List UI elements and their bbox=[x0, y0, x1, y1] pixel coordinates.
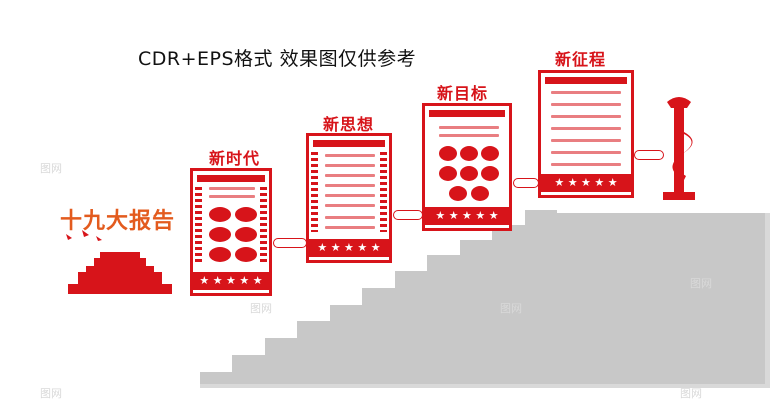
format-caption: CDR+EPS格式 效果图仅供参考 bbox=[138, 48, 417, 70]
watermark: 图网 bbox=[680, 387, 702, 400]
star-row: ★ ★ ★ ★ ★ bbox=[425, 207, 509, 225]
panel-new-journey: ★ ★ ★ ★ ★ bbox=[538, 70, 634, 198]
huabiao-column-icon bbox=[663, 97, 695, 200]
panel-title-new-thought: 新思想 bbox=[323, 115, 375, 134]
watermark: 图网 bbox=[40, 162, 62, 175]
panel-new-goal: ★ ★ ★ ★ ★ bbox=[422, 103, 512, 231]
connector-4 bbox=[634, 150, 664, 160]
star-row: ★ ★ ★ ★ ★ bbox=[541, 174, 631, 192]
watermark: 图网 bbox=[250, 302, 272, 315]
panel-title-new-goal: 新目标 bbox=[437, 84, 489, 103]
panel-title-new-era: 新时代 bbox=[209, 149, 261, 168]
watermark: 图网 bbox=[40, 387, 62, 400]
panel-title-new-journey: 新征程 bbox=[555, 50, 607, 69]
watermark: 图网 bbox=[690, 277, 712, 290]
nineteenth-congress-logo: 十九大报告 bbox=[60, 208, 176, 234]
star-row: ★ ★ ★ ★ ★ bbox=[193, 272, 269, 290]
watermark: 图网 bbox=[500, 302, 522, 315]
connector-1 bbox=[273, 238, 307, 248]
connector-3 bbox=[513, 178, 539, 188]
tiananmen-silhouette-icon bbox=[66, 230, 172, 294]
connector-2 bbox=[393, 210, 423, 220]
panel-new-thought: ★ ★ ★ ★ ★ bbox=[306, 133, 392, 263]
star-row: ★ ★ ★ ★ ★ bbox=[309, 239, 389, 257]
panel-new-era: ★ ★ ★ ★ ★ bbox=[190, 168, 272, 296]
